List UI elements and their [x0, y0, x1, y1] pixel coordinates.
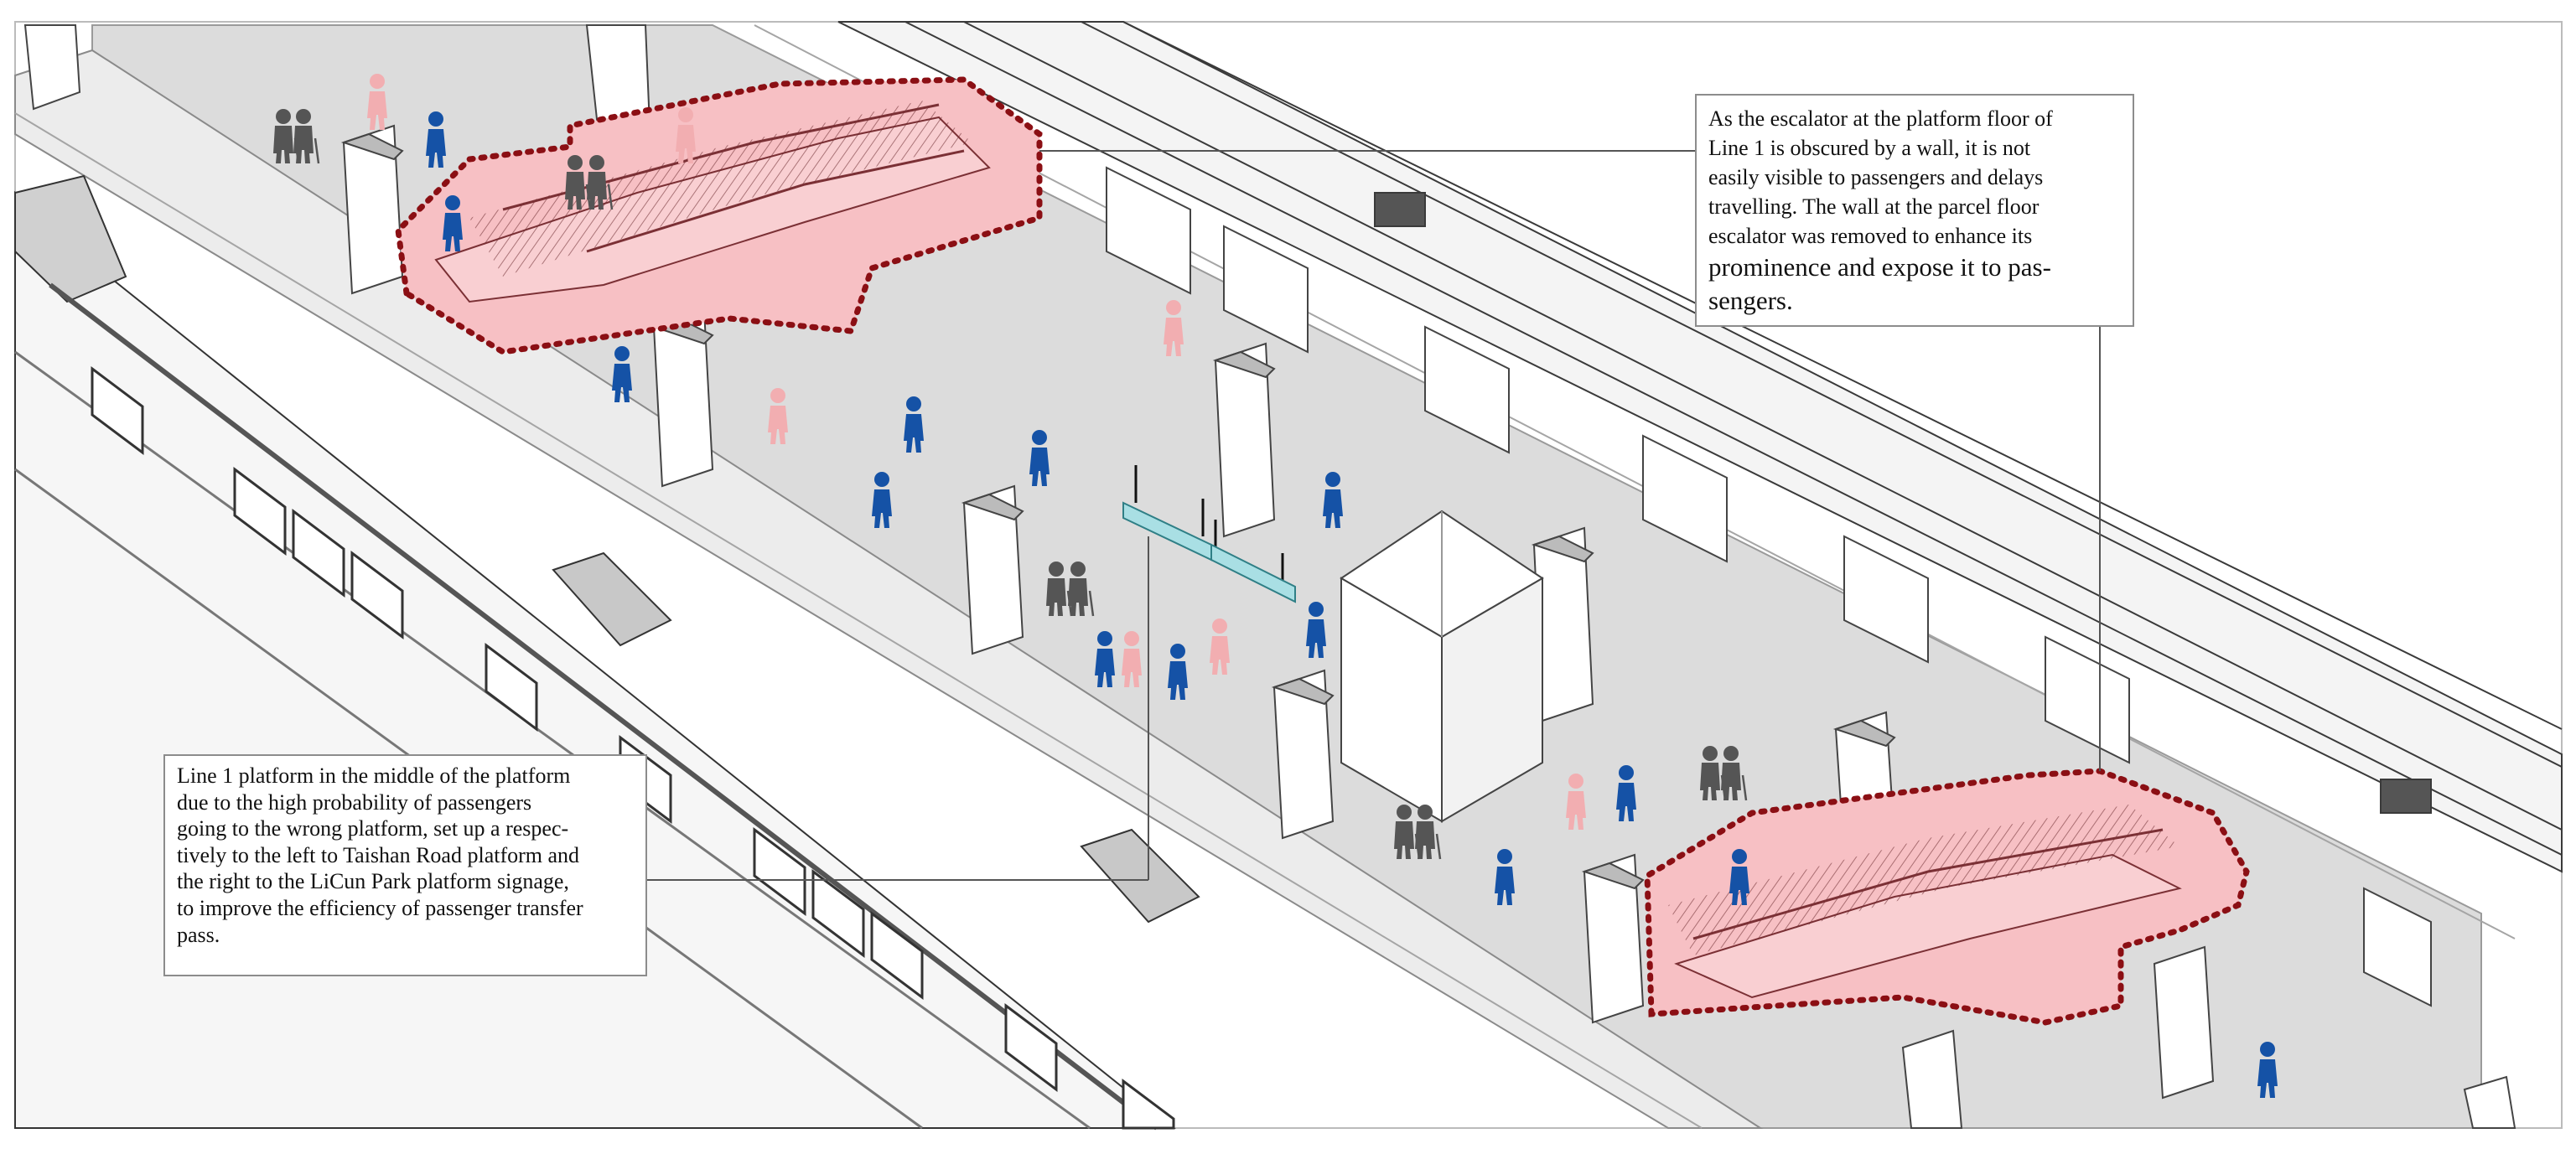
- callout-line: prominence and expose it to pas-: [1708, 252, 2051, 282]
- callout-line: the right to the LiCun Park platform sig…: [177, 869, 569, 894]
- callout-line: going to the wrong platform, set up a re…: [177, 816, 569, 841]
- callout-line: escalator was removed to enhance its: [1708, 224, 2033, 248]
- callout-leader-lines: [647, 150, 2101, 881]
- callout-line: sengers.: [1708, 286, 1793, 315]
- column: [961, 484, 1024, 655]
- column: [1901, 1029, 1963, 1129]
- platform-signage: [1122, 465, 1296, 603]
- sign-licun-park: [1210, 543, 1296, 603]
- callout-line: tively to the left to Taishan Road platf…: [177, 842, 580, 867]
- callout-line: pass.: [177, 922, 220, 947]
- escalator-highlight-top: [395, 76, 1043, 355]
- elevator-shaft: [1340, 510, 1544, 823]
- callout-line: easily visible to passengers and delays: [1708, 165, 2044, 189]
- right-structure-windows: [1106, 166, 2432, 1007]
- callout-line: Line 1 platform in the middle of the pla…: [177, 763, 571, 788]
- escalator-visibility-callout: As the escalator at the platform floor o…: [1695, 94, 2134, 327]
- platform-columns: [23, 24, 2516, 1129]
- column: [650, 308, 714, 488]
- column: [2153, 945, 2215, 1100]
- platform-signage-callout: Line 1 platform in the middle of the pla…: [163, 754, 647, 976]
- column: [23, 24, 81, 111]
- callout-line: As the escalator at the platform floor o…: [1708, 106, 2053, 131]
- column: [2463, 1075, 2516, 1129]
- callout-line: due to the high probability of passenger…: [177, 789, 532, 815]
- column: [1271, 669, 1335, 840]
- callout-line: travelling. The wall at the parcel floor: [1708, 194, 2040, 219]
- right-track-structure: [837, 21, 2563, 873]
- column: [1212, 342, 1276, 538]
- column: [340, 124, 404, 295]
- column: [1581, 853, 1645, 1024]
- callout-line: Line 1 is obscured by a wall, it is not: [1708, 136, 2031, 160]
- escalator-highlight-bottom: [1644, 768, 2250, 1026]
- callout-line: to improve the efficiency of passenger t…: [177, 895, 583, 920]
